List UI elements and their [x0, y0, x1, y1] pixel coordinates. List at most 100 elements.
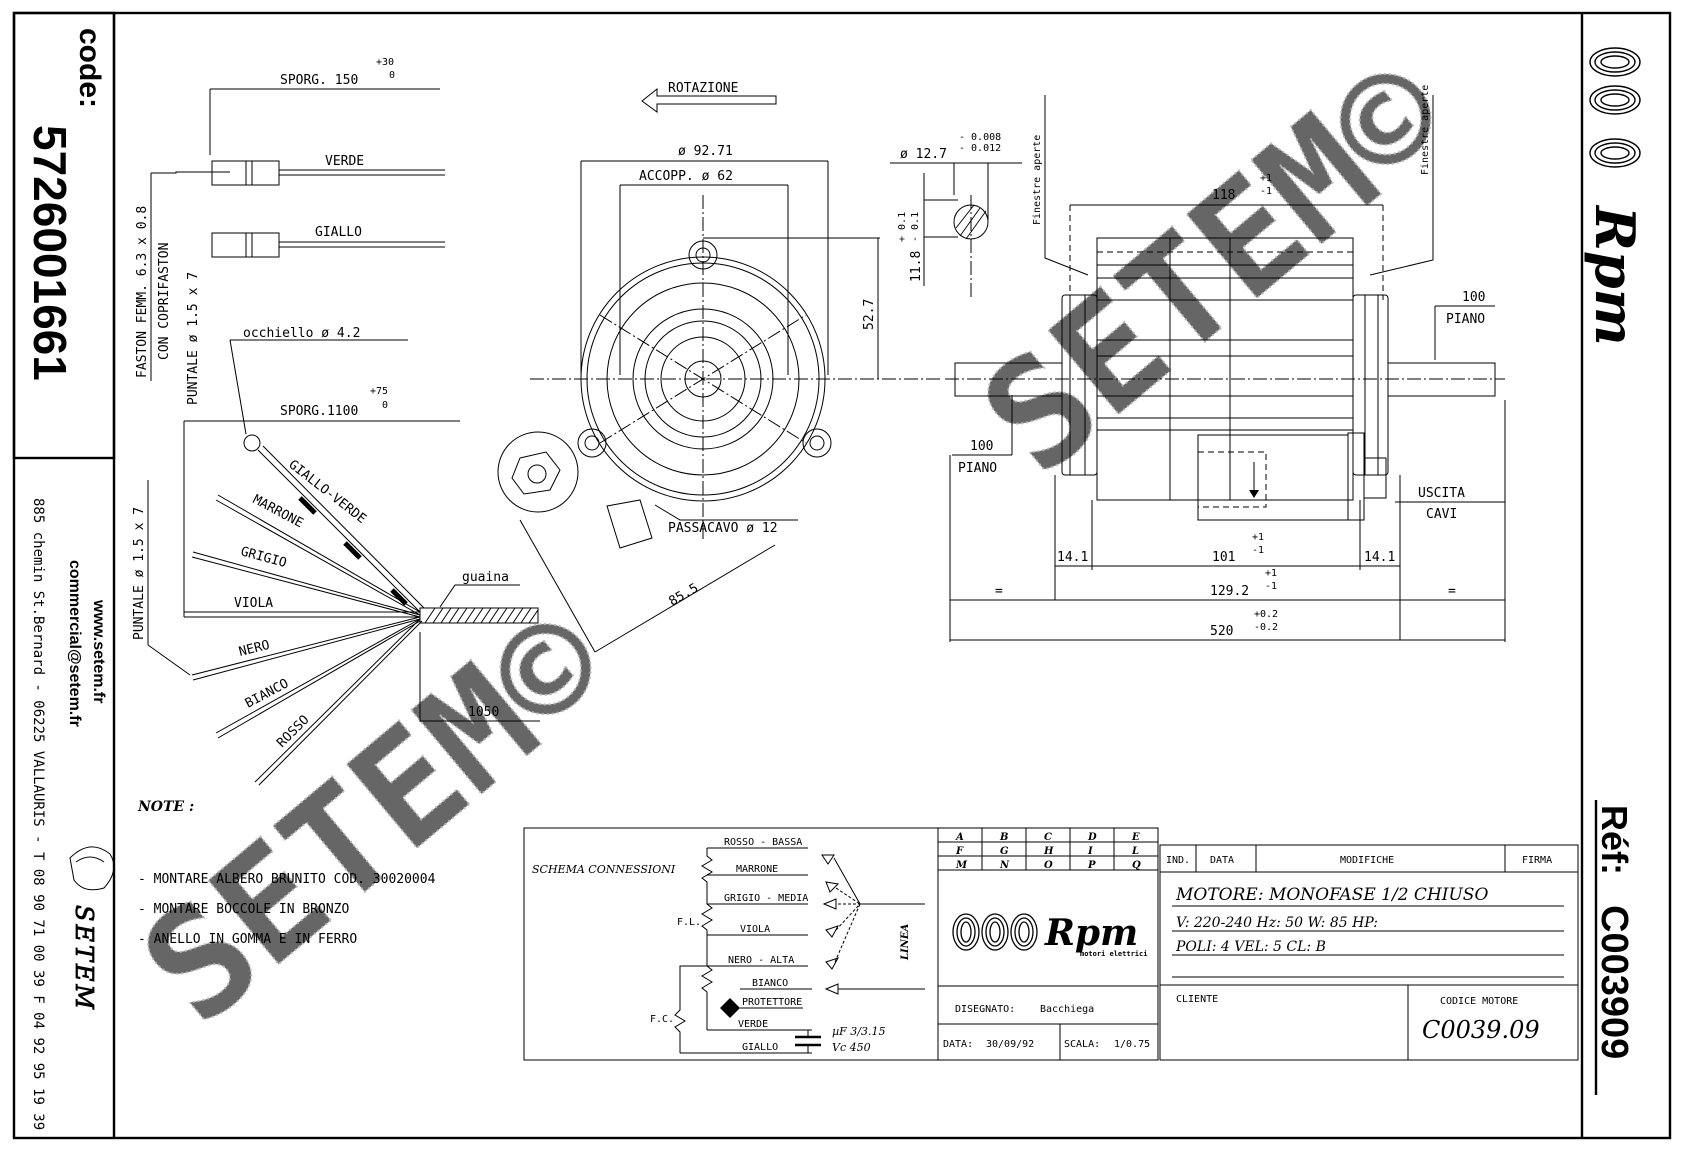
grid-q: Q: [1132, 860, 1141, 871]
disegnato-value: Bacchiega: [1040, 1004, 1094, 1015]
connection-schematic: SCHEMA CONNESSIONI ROSSO - BASSA MARRONE…: [523, 827, 939, 1061]
wire-giallo-label: GIALLO: [315, 225, 362, 240]
grid-c: C: [1044, 832, 1052, 843]
cable-gland: [606, 499, 653, 549]
header-firma: FIRMA: [1522, 855, 1552, 866]
setem-logo: SETEM: [69, 846, 115, 1012]
spec-line-1: V: 220-240 Hz: 50 W: 85 HP:: [1176, 915, 1378, 931]
ref-value: C003909: [1593, 905, 1635, 1059]
puntale-note-left: PUNTALE ø 1.5 x 7: [132, 507, 147, 640]
title-logo-text: Rpm: [1044, 912, 1138, 954]
wire-label-viola: VIOLA: [234, 596, 273, 611]
grid-m: M: [955, 860, 968, 871]
dim-14-1-left: 14.1: [1057, 550, 1088, 565]
dim-sporg-1100: SPORG.1100: [280, 404, 358, 419]
setem-logo-text: SETEM: [70, 905, 98, 1012]
shaft-diameter: ø 12.7: [900, 147, 947, 162]
dim-520-tol-plus: +0.2: [1254, 609, 1278, 620]
grid-p: P: [1087, 860, 1096, 871]
front-view: ROTAZIONE ø 92.71 ACCOPP. ø 62 52.7: [497, 81, 940, 653]
header-modifiche: MODIFICHE: [1340, 855, 1394, 866]
mounting-lug-left: [577, 428, 607, 458]
dim-14-1-right: 14.1: [1364, 550, 1395, 565]
title-block: A B C D E F G H I L M N O P Q Rpm motori…: [937, 827, 1579, 1061]
cable-sheath: [419, 607, 539, 624]
dim-129-2-tol-minus: -1: [1265, 581, 1277, 592]
eyelet-ring-icon: [243, 434, 261, 452]
side-view: Finestre aperte Finestre aperte 118 +1 -…: [945, 85, 1506, 642]
code-value: 5726001661: [24, 125, 76, 381]
shaft-flat-tol-minus: - 0.1: [910, 212, 921, 242]
mounting-lug-right: [802, 428, 832, 458]
grid-f: F: [955, 846, 964, 857]
spec-line-2: POLI: 4 VEL: 5 CL: B: [1175, 939, 1326, 955]
dim-520-tol-minus: -0.2: [1254, 622, 1278, 633]
dim-sporg-150: SPORG. 150: [280, 73, 358, 88]
note-item-1: - MONTARE ALBERO BRUNITO COD. 30020004: [138, 872, 436, 887]
rotation-arrow-icon: [641, 87, 777, 113]
shaft-center: [684, 360, 722, 398]
wire-fan: [184, 434, 425, 786]
schema-wire-giallo: GIALLO: [742, 1042, 778, 1053]
shaft-tol-2: - 0.012: [959, 143, 1001, 154]
schema-title: SCHEMA CONNESSIONI: [532, 863, 676, 876]
shaft-flat-dim: 11.8: [909, 251, 924, 282]
schema-wire-verde: VERDE: [738, 1019, 768, 1030]
header-data: DATA: [1210, 855, 1234, 866]
faston-note-2: CON COPRIFASTON: [157, 243, 172, 360]
passacavo-label: PASSACAVO ø 12: [668, 521, 778, 536]
dim-1050: 1050: [468, 705, 499, 720]
sheet-border: [12, 11, 1672, 1140]
dim-outer-diameter: ø 92.71: [678, 144, 733, 159]
rpm-logo-title-block: Rpm motori elettrici: [952, 912, 1147, 958]
ref-label: Réf:: [1594, 805, 1635, 875]
schema-voltage: Vc 450: [832, 1041, 871, 1054]
data-label: DATA:: [943, 1039, 973, 1050]
schema-wire-rosso: ROSSO - BASSA: [724, 837, 802, 848]
schema-wire-viola: VIOLA: [740, 924, 770, 935]
finestre-label-1: Finestre aperte: [1032, 135, 1043, 225]
down-arrow-icon: [1249, 490, 1259, 498]
watermark-text-1: SETEM©: [111, 576, 638, 1058]
piano-left-label: PIANO: [958, 461, 997, 476]
cliente-label: CLIENTE: [1176, 994, 1218, 1005]
capacitor-clamp: [497, 431, 579, 513]
guaina-label: guaina: [462, 570, 509, 585]
schema-fc-label: F.C.: [650, 1014, 674, 1025]
shaft-tol-1: - 0.008: [959, 132, 1001, 143]
dim-sporg-1100-tol-plus: +75: [370, 386, 388, 397]
schema-wire-bianco: BIANCO: [752, 978, 788, 989]
grid-h: H: [1043, 846, 1054, 857]
puntale-note-top: PUNTALE ø 1.5 x 7: [186, 272, 201, 405]
dim-118-tol-minus: -1: [1260, 186, 1272, 197]
title-logo-sub: motori elettrici: [1080, 950, 1147, 958]
wire-label-bianco: BIANCO: [243, 676, 292, 711]
occhiello-note: occhiello ø 4.2: [243, 326, 360, 341]
schema-capacitor: µF 3/3.15: [832, 1025, 885, 1038]
grid-e: E: [1131, 832, 1140, 843]
eq-right: =: [1448, 584, 1456, 599]
shaft-section: ø 12.7 - 0.008 - 0.012 11.8 + 0.1 - 0.1: [890, 132, 1022, 300]
dim-520: 520: [1210, 624, 1233, 639]
finestre-label-2: Finestre aperte: [1420, 85, 1431, 175]
grid-i: I: [1087, 846, 1093, 857]
piano-right-label: PIANO: [1446, 312, 1485, 327]
eq-left: =: [995, 584, 1003, 599]
grid-n: N: [999, 860, 1010, 871]
email-text: commercial@setem.fr: [66, 560, 83, 727]
codice-motore-value: C0039.09: [1422, 1016, 1540, 1044]
dim-129-2: 129.2: [1210, 584, 1249, 599]
dim-101-tol-minus: -1: [1252, 545, 1264, 556]
data-value: 30/09/92: [986, 1039, 1034, 1050]
rpm-logo-text: Rpm: [1583, 204, 1647, 346]
rotation-label: ROTAZIONE: [668, 81, 738, 96]
schema-wire-marrone: MARRONE: [736, 864, 778, 875]
wire-label-nero: NERO: [237, 638, 271, 660]
dim-118: 118: [1212, 188, 1235, 203]
dim-sporg-1100-tol-minus: 0: [382, 400, 388, 411]
grid-g: G: [1000, 846, 1009, 857]
protector-icon: [720, 998, 740, 1018]
schema-linea-label: LINEA: [900, 924, 911, 961]
capacitor-box: [1197, 434, 1349, 521]
